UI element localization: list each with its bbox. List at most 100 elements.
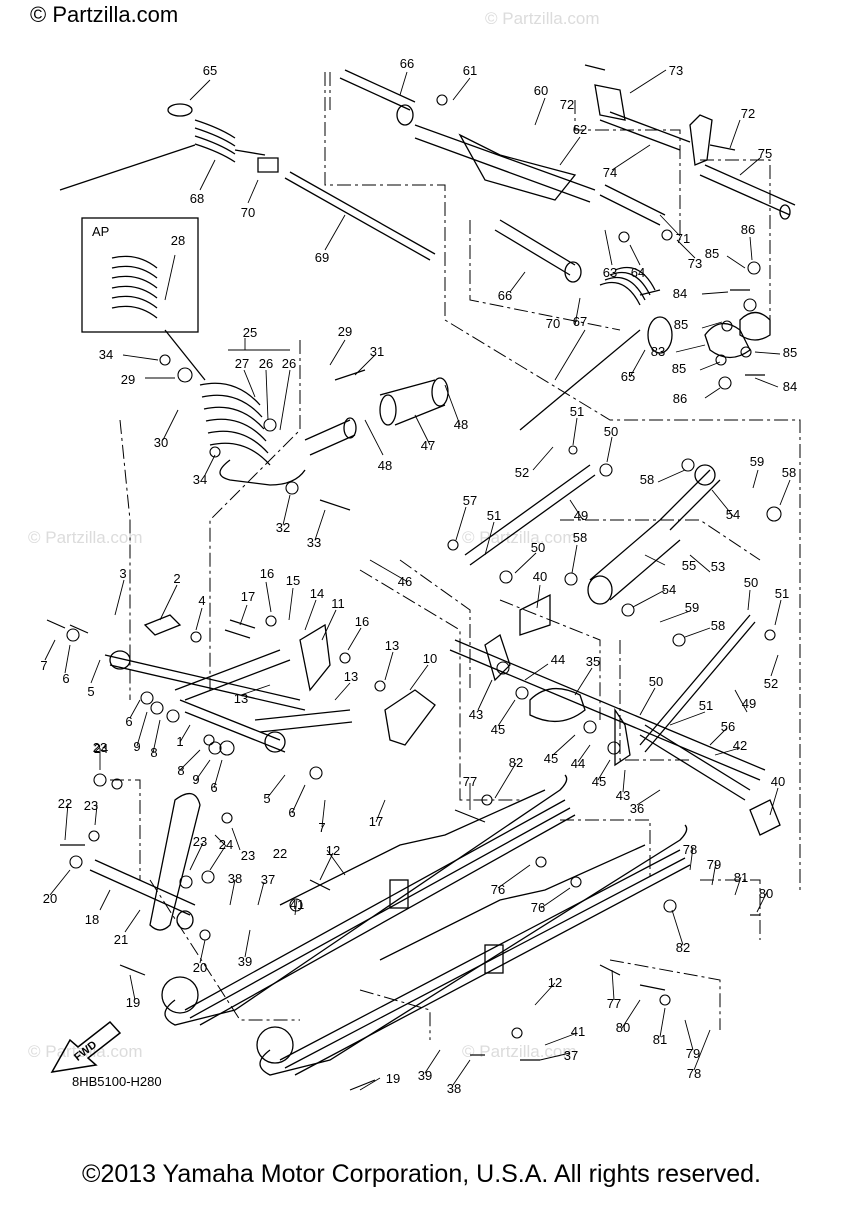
callout-58: 58 [573, 530, 587, 545]
callout-80: 80 [616, 1020, 630, 1035]
callout-5: 5 [263, 791, 270, 806]
watermark-faint-top-right: © Partzilla.com [485, 9, 600, 28]
callout-78: 78 [687, 1066, 701, 1081]
callout-84: 84 [673, 286, 687, 301]
callout-61: 61 [463, 63, 477, 78]
callout-24: 24 [94, 741, 108, 756]
callout-45: 45 [592, 774, 606, 789]
callout-50: 50 [604, 424, 618, 439]
callout-31: 31 [370, 344, 384, 359]
callout-52: 52 [764, 676, 778, 691]
callout-19: 19 [126, 995, 140, 1010]
callout-79: 79 [686, 1046, 700, 1061]
drawing-code: 8HB5100-H280 [72, 1074, 162, 1089]
inset-ap-box [81, 217, 199, 333]
callout-71: 71 [676, 231, 690, 246]
callout-3: 3 [119, 566, 126, 581]
callout-66: 66 [400, 56, 414, 71]
callout-62: 62 [573, 122, 587, 137]
callout-23: 23 [84, 798, 98, 813]
callout-45: 45 [491, 722, 505, 737]
callout-9: 9 [133, 739, 140, 754]
callout-36: 36 [630, 801, 644, 816]
callout-68: 68 [190, 191, 204, 206]
callout-60: 60 [534, 83, 548, 98]
callout-32: 32 [276, 520, 290, 535]
callout-53: 53 [711, 559, 725, 574]
assembly-dash-lines [110, 72, 801, 1040]
partzilla-watermark: © Partzilla.com [30, 2, 179, 27]
callout-85: 85 [705, 246, 719, 261]
callout-63: 63 [603, 265, 617, 280]
callout-27: 27 [235, 356, 249, 371]
callout-49: 49 [574, 508, 588, 523]
callout-76: 76 [491, 882, 505, 897]
callout-45: 45 [544, 751, 558, 766]
callout-4: 4 [198, 593, 205, 608]
callout-12: 12 [326, 843, 340, 858]
callout-85: 85 [674, 317, 688, 332]
callout-58: 58 [782, 465, 796, 480]
callout-55: 55 [682, 558, 696, 573]
shock-sleeve-47 [379, 377, 449, 426]
callout-52: 52 [515, 465, 529, 480]
watermark-faint-left: © Partzilla.com [28, 528, 143, 547]
slide-rail-left [161, 774, 576, 1026]
callout-35: 35 [586, 654, 600, 669]
callout-51: 51 [487, 508, 501, 523]
front-shock-absorber [587, 464, 721, 605]
callout-40: 40 [533, 569, 547, 584]
callout-82: 82 [509, 755, 523, 770]
callout-70: 70 [241, 205, 255, 220]
front-arm-assembly [104, 614, 436, 753]
callout-56: 56 [721, 719, 735, 734]
callout-67: 67 [573, 314, 587, 329]
callout-25: 25 [243, 325, 257, 340]
callout-20: 20 [193, 960, 207, 975]
callout-54: 54 [726, 507, 740, 522]
callout-37: 37 [261, 872, 275, 887]
callout-54: 54 [662, 582, 676, 597]
callout-59: 59 [685, 600, 699, 615]
callout-73: 73 [688, 256, 702, 271]
callout-50: 50 [531, 540, 545, 555]
callout-42: 42 [733, 738, 747, 753]
callout-51: 51 [775, 586, 789, 601]
callout-81: 81 [734, 870, 748, 885]
callout-59: 59 [750, 454, 764, 469]
callout-15: 15 [286, 573, 300, 588]
callout-70: 70 [546, 316, 560, 331]
callout-58: 58 [640, 472, 654, 487]
callout-8: 8 [150, 745, 157, 760]
callout-48: 48 [378, 458, 392, 473]
callout-11: 11 [331, 596, 345, 611]
callout-38: 38 [228, 871, 242, 886]
callout-73: 73 [669, 63, 683, 78]
callout-86: 86 [673, 391, 687, 406]
torsion-spring-right [519, 266, 673, 431]
callout-20: 20 [43, 891, 57, 906]
center-shafts [449, 593, 781, 836]
callout-28: 28 [171, 233, 185, 248]
callout-72: 72 [741, 106, 755, 121]
callout-51: 51 [570, 404, 584, 419]
callout-51: 51 [699, 698, 713, 713]
callout-72: 72 [560, 97, 574, 112]
callout-23: 23 [241, 848, 255, 863]
callout-34: 34 [193, 472, 207, 487]
callout-19: 19 [386, 1071, 400, 1086]
callout-23: 23 [193, 834, 207, 849]
callout-13: 13 [234, 691, 248, 706]
callout-7: 7 [318, 820, 325, 835]
callout-39: 39 [238, 954, 252, 969]
callout-26: 26 [282, 356, 296, 371]
rear-shock-absorber [199, 382, 357, 486]
callout-43: 43 [616, 788, 630, 803]
callout-84: 84 [783, 379, 797, 394]
callout-85: 85 [672, 361, 686, 376]
callout-85: 85 [783, 345, 797, 360]
callout-80: 80 [759, 886, 773, 901]
bolts-and-fasteners [46, 64, 765, 1091]
callout-82: 82 [676, 940, 690, 955]
